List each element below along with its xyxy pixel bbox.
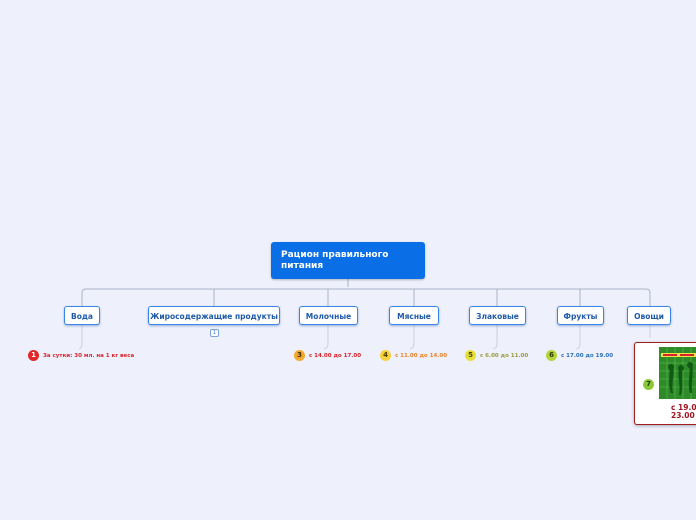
collapsed-count: 1: [213, 330, 216, 336]
topic-label: Вода: [71, 312, 93, 321]
topic-dairy[interactable]: Молочные: [299, 306, 358, 325]
central-topic-title: Рацион правильного питания: [281, 250, 389, 271]
topic-label: Фрукты: [564, 312, 598, 321]
vegetables-picture: [659, 347, 696, 399]
vegetables-image-card[interactable]: 7 с 19.00 23.00: [634, 342, 696, 425]
note-cereals[interactable]: с 6.00 до 11.00: [480, 352, 528, 360]
vegetables-time-to: 23.00: [671, 412, 696, 420]
priority-5-icon: 5: [465, 350, 476, 361]
priority-1-icon: 1: [28, 350, 39, 361]
collapsed-children-indicator[interactable]: 1: [210, 329, 219, 337]
note-fruits[interactable]: с 17.00 до 19.00: [561, 352, 613, 360]
topic-label: Жиросодержащие продукты: [150, 312, 278, 321]
topic-label: Злаковые: [476, 312, 519, 321]
central-topic[interactable]: Рацион правильного питания: [271, 242, 425, 279]
topic-label: Мясные: [397, 312, 431, 321]
note-text: с 6.00 до 11.00: [480, 353, 528, 359]
topic-label: Молочные: [306, 312, 351, 321]
note-text: с 11.00 до 14.00: [395, 353, 447, 359]
priority-4-icon: 4: [380, 350, 391, 361]
topic-cereals[interactable]: Злаковые: [469, 306, 526, 325]
note-text: За сутки: 30 мл. на 1 кг веса: [43, 353, 134, 359]
topic-vegetables[interactable]: Овощи: [627, 306, 671, 325]
topic-label: Овощи: [634, 312, 664, 321]
priority-3-icon: 3: [294, 350, 305, 361]
note-meat[interactable]: с 11.00 до 14.00: [395, 352, 447, 360]
topic-meat[interactable]: Мясные: [389, 306, 439, 325]
priority-7-icon: 7: [643, 379, 654, 390]
topic-fat-products[interactable]: Жиросодержащие продукты: [148, 306, 280, 325]
note-dairy[interactable]: с 14.00 до 17.00: [309, 352, 361, 360]
topic-fruits[interactable]: Фрукты: [557, 306, 604, 325]
vegetables-time: с 19.00 23.00: [671, 404, 696, 420]
topic-voda[interactable]: Вода: [64, 306, 100, 325]
note-text: с 17.00 до 19.00: [561, 353, 613, 359]
note-text: с 14.00 до 17.00: [309, 353, 361, 359]
priority-6-icon: 6: [546, 350, 557, 361]
note-water[interactable]: За сутки: 30 мл. на 1 кг веса: [43, 352, 134, 360]
